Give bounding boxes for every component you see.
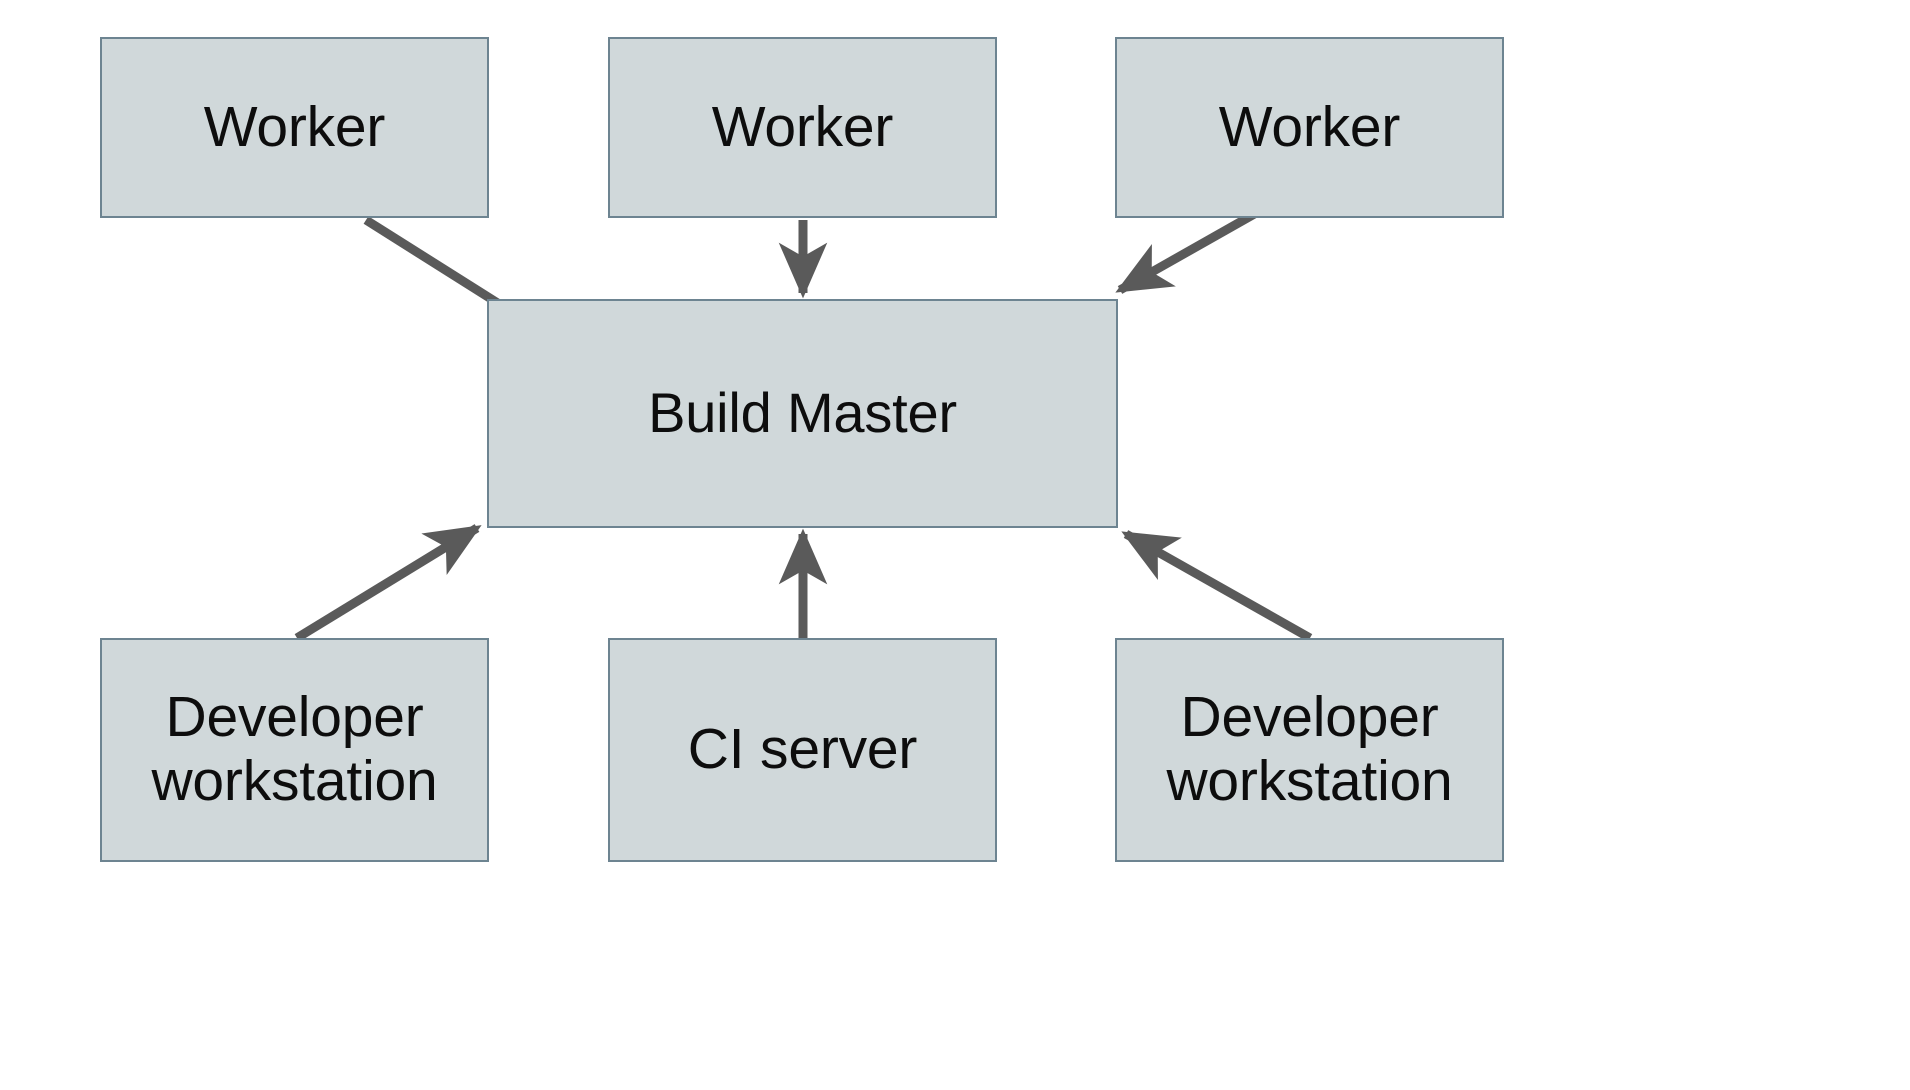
node-label: Worker <box>203 94 386 159</box>
node-build-master[interactable]: Build Master <box>487 299 1118 528</box>
node-worker-1[interactable]: Worker <box>100 37 489 218</box>
node-label: Worker <box>1218 94 1401 159</box>
node-developer-workstation-2[interactable]: Developer workstation <box>1115 638 1504 862</box>
node-label: Developer workstation <box>151 685 438 813</box>
node-label: Developer workstation <box>1166 685 1453 813</box>
node-worker-3[interactable]: Worker <box>1115 37 1504 218</box>
node-label: Worker <box>711 94 894 159</box>
node-label: CI server <box>687 717 918 782</box>
edge-developer-workstation-2-to-build-master <box>1121 530 1313 642</box>
node-developer-workstation-1[interactable]: Developer workstation <box>100 638 489 862</box>
node-worker-2[interactable]: Worker <box>608 37 997 218</box>
edge-developer-workstation-1-to-build-master <box>294 524 482 642</box>
node-ci-server[interactable]: CI server <box>608 638 997 862</box>
node-label: Build Master <box>648 381 957 445</box>
